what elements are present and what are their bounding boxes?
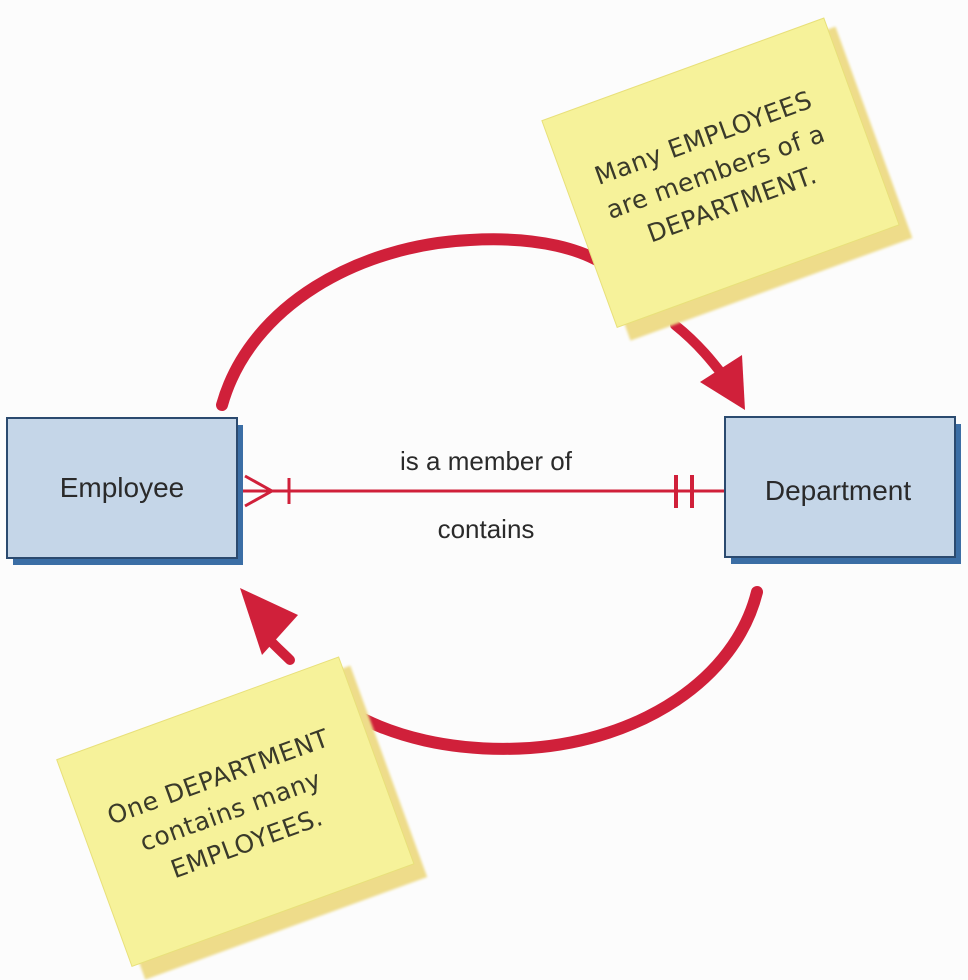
relationship-reverse-label: contains	[438, 514, 535, 544]
top-curved-arrow-icon	[216, 233, 745, 411]
one-and-only-one-icon	[674, 475, 694, 508]
relationship-forward-label: is a member of	[400, 446, 573, 476]
entity-department[interactable]: Department	[724, 416, 961, 564]
entity-employee[interactable]: Employee	[6, 417, 243, 565]
entity-department-label: Department	[765, 475, 912, 506]
entity-employee-label: Employee	[60, 472, 185, 503]
top-arrowhead	[700, 355, 745, 410]
relationship-connector	[238, 474, 725, 508]
note-top-right: Many EMPLOYEES are members of a DEPARTME…	[541, 17, 913, 341]
crow-foot-many-icon	[244, 474, 291, 508]
bottom-curved-arrow-icon	[240, 586, 763, 755]
bottom-arrowhead	[240, 588, 298, 655]
note-bottom-left: One DEPARTMENT contains many EMPLOYEES.	[56, 656, 428, 980]
